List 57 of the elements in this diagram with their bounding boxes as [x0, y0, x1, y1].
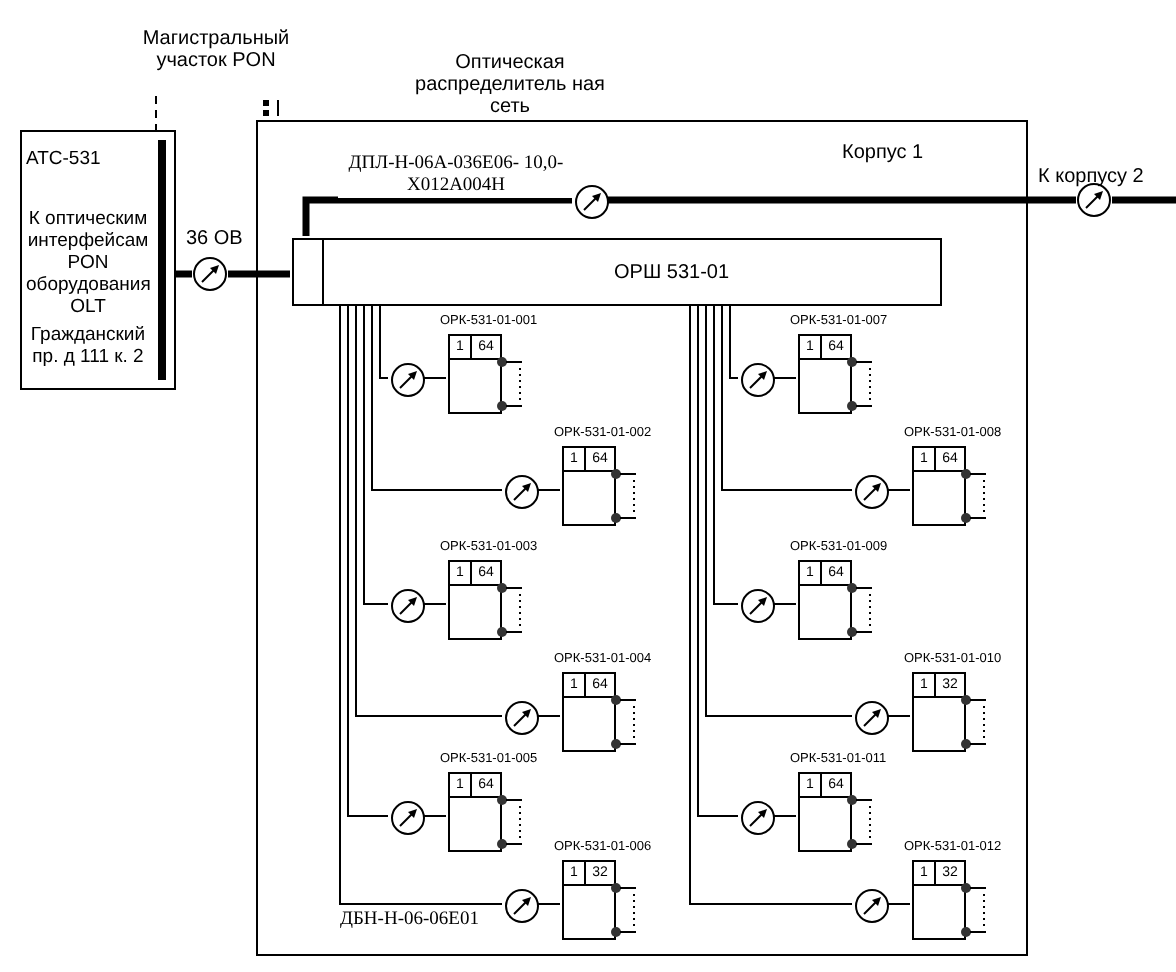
cable-line: [363, 303, 389, 605]
cable-line: [228, 270, 290, 278]
distribution-cabinet: [292, 238, 942, 306]
cable-line: [537, 903, 561, 905]
coupler-symbol: [854, 474, 890, 510]
section-label: Магистральный участок PON: [140, 28, 292, 72]
cabinet-label: ОРШ 531-01: [614, 262, 730, 284]
building-label: Корпус 1: [842, 142, 924, 164]
section-label: Оптическая распределитель ная сеть: [413, 52, 607, 118]
coupler-symbol: [390, 362, 426, 398]
cable-line: [887, 489, 911, 491]
cable-line: [1112, 196, 1176, 204]
coupler-label: 36 ОВ: [186, 228, 243, 250]
cable-line: [537, 489, 561, 491]
cable-label: ДПЛ-Н-06А-036Е06- 10,0-Х012А004Н: [338, 154, 574, 198]
coupler-symbol: [574, 184, 610, 220]
cable-line: [887, 715, 911, 717]
cable-line: [355, 303, 503, 717]
cable-line: [713, 303, 739, 605]
cable-line: [339, 303, 503, 905]
cable-label: ДБН-Н-06-06Е01: [340, 910, 479, 932]
coupler-symbol: [504, 700, 540, 736]
station-name: АТС-531: [26, 148, 103, 170]
cable-line: [537, 715, 561, 717]
address-text: Гражданский пр. д 111 к. 2: [28, 324, 148, 368]
cable-line: [347, 303, 389, 817]
building-frame: [256, 120, 1028, 956]
cable-line: [697, 303, 739, 817]
cable-line: [371, 303, 503, 491]
cable-line: [379, 303, 389, 379]
coupler-symbol: [504, 474, 540, 510]
cable-line: [423, 377, 447, 379]
coupler-symbol: [854, 700, 890, 736]
cable-line: [423, 815, 447, 817]
exchange-box: [20, 130, 176, 390]
cable-line: [176, 270, 192, 278]
cable-line: [773, 815, 797, 817]
coupler-symbol: [740, 800, 776, 836]
cable-line: [302, 196, 572, 236]
cable-line: [773, 377, 797, 379]
coupler-symbol: [740, 362, 776, 398]
coupler-symbol: [854, 888, 890, 924]
cable-line: [423, 603, 447, 605]
cable-line: [705, 303, 853, 717]
coupler-symbol: [740, 588, 776, 624]
coupler-symbol: [390, 800, 426, 836]
coupler-symbol: [390, 588, 426, 624]
cable-line: [608, 196, 1076, 204]
coupler-symbol: [192, 256, 228, 292]
coupler-label: К корпусу 2: [1038, 166, 1144, 188]
cable-line: [773, 603, 797, 605]
node-description: К оптическим интерфейсам PON оборудования OLT: [26, 208, 150, 318]
cable-line: [689, 303, 853, 905]
cable-line: [887, 903, 911, 905]
coupler-symbol: [504, 888, 540, 924]
cable-line: [729, 303, 739, 379]
cable-line: [721, 303, 853, 491]
